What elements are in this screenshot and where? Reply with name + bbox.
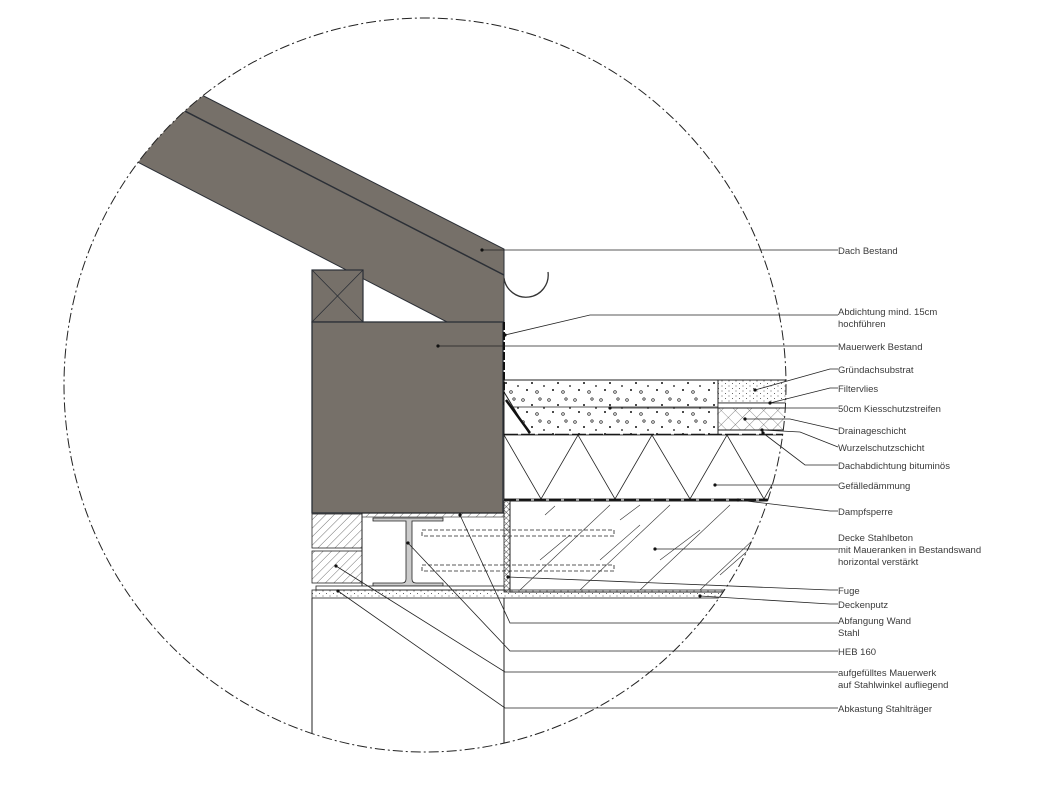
label-abdichtung: Abdichtung mind. 15cm bbox=[838, 307, 937, 318]
reinforced-concrete-slab bbox=[509, 500, 786, 593]
annotation-labels: Dach Bestand Abdichtung mind. 15cm hochf… bbox=[838, 246, 981, 715]
label-gefaelledaemmung: Gefälledämmung bbox=[838, 481, 910, 492]
leader-lines bbox=[334, 248, 839, 709]
label-aufgefuelltes-mauerwerk-line2: auf Stahlwinkel aufliegend bbox=[838, 680, 948, 691]
label-mauerwerk-bestand: Mauerwerk Bestand bbox=[838, 342, 922, 353]
label-fuge: Fuge bbox=[838, 586, 860, 597]
label-dach-bestand: Dach Bestand bbox=[838, 246, 898, 257]
roof-rafter bbox=[64, 59, 505, 323]
label-dampfsperre: Dampfsperre bbox=[838, 507, 893, 518]
infill-masonry-lower bbox=[311, 550, 363, 584]
label-abdichtung-line2: hochführen bbox=[838, 319, 886, 330]
wall-anchors bbox=[421, 529, 615, 572]
label-kiesschutzstreifen: 50cm Kiesschutzstreifen bbox=[838, 404, 941, 415]
label-aufgefuelltes-mauerwerk: aufgefülltes Mauerwerk bbox=[838, 668, 936, 679]
detail-circle bbox=[63, 17, 787, 753]
label-heb: HEB 160 bbox=[838, 647, 876, 658]
gutter bbox=[503, 271, 549, 298]
detail-section bbox=[64, 59, 786, 752]
existing-masonry-wall bbox=[311, 321, 504, 514]
label-abfangung: Abfangung Wand bbox=[838, 616, 911, 627]
beam-casing bbox=[315, 585, 505, 591]
label-filtervlies: Filtervlies bbox=[838, 384, 878, 395]
label-decke-stahlbeton-line2: mit Maueranken in Bestandswand bbox=[838, 545, 981, 556]
label-abfangung-line2: Stahl bbox=[838, 628, 860, 639]
label-abkastung: Abkastung Stahlträger bbox=[838, 704, 932, 715]
label-gruendachsubstrat: Gründachsubstrat bbox=[838, 365, 914, 376]
label-deckenputz: Deckenputz bbox=[838, 600, 888, 611]
label-dachabdichtung: Dachabdichtung bituminös bbox=[838, 461, 950, 472]
roof-membrane bbox=[139, 87, 505, 276]
ceiling-plaster bbox=[311, 589, 786, 599]
label-wurzelschutzschicht: Wurzelschutzschicht bbox=[838, 443, 925, 454]
tapered-insulation bbox=[503, 434, 786, 500]
label-decke-stahlbeton-line3: horizontal verstärkt bbox=[838, 557, 919, 568]
steel-angle bbox=[361, 512, 505, 518]
label-decke-stahlbeton: Decke Stahlbeton bbox=[838, 533, 913, 544]
label-drainageschicht: Drainageschicht bbox=[838, 426, 906, 437]
heb-160-beam bbox=[372, 517, 444, 587]
infill-masonry-upper bbox=[311, 513, 363, 549]
